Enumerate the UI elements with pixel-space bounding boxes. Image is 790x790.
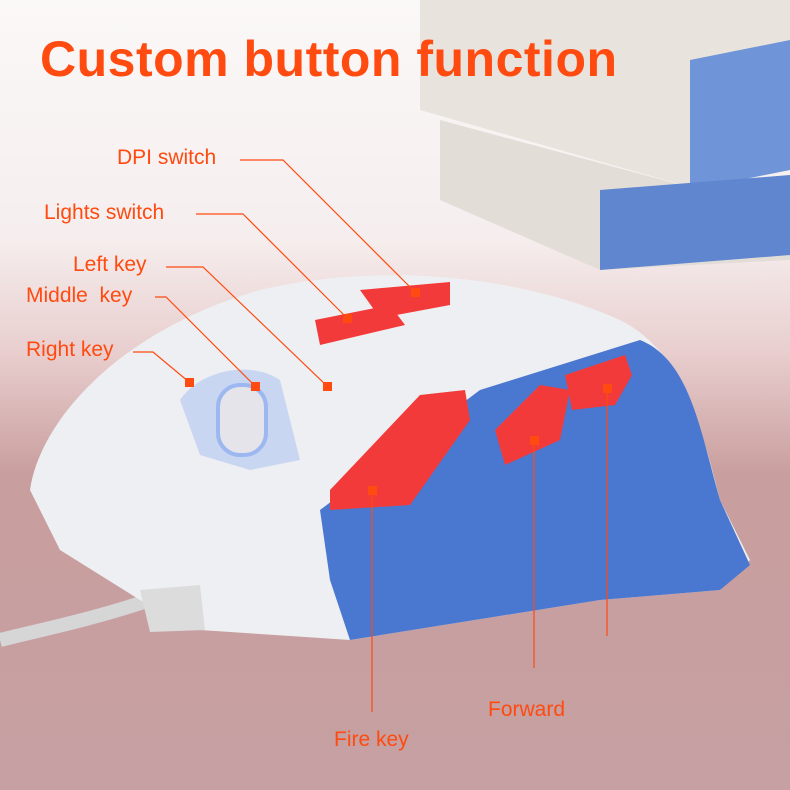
- page-title: Custom button function: [40, 31, 618, 87]
- back-button[interactable]: [565, 355, 632, 410]
- book-stack: [420, 0, 790, 270]
- fire-key-button[interactable]: [330, 390, 470, 510]
- callout-markers: [185, 288, 612, 495]
- label-left-key: Left key: [73, 253, 147, 276]
- label-middle-key: Middle key: [26, 284, 133, 307]
- label-dpi-switch: DPI switch: [117, 146, 217, 169]
- label-right-key: Right key: [26, 338, 114, 361]
- cable: [0, 593, 153, 647]
- label-fire-key: Fire key: [334, 728, 409, 751]
- label-lights-switch: Lights switch: [44, 201, 165, 224]
- lights-switch-button[interactable]: [315, 305, 405, 345]
- mouse: [30, 275, 750, 640]
- label-forward: Forward: [488, 698, 566, 721]
- forward-button[interactable]: [495, 385, 570, 465]
- leader-lines: [133, 159, 608, 712]
